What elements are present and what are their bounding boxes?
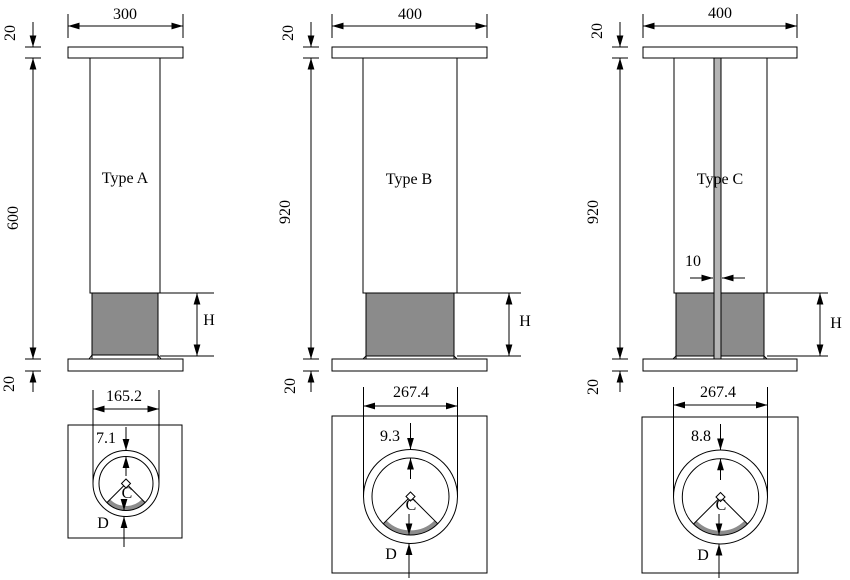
type-a-bottom-plate (67, 358, 184, 372)
type-a-outer-diameter-label: 165.2 (106, 388, 142, 405)
type-b-elevation (303, 14, 521, 392)
type-b-wall-thickness-label: 9.3 (380, 428, 400, 445)
type-c-angle-right (720, 496, 748, 525)
type-b-top-plate-label: 20 (280, 25, 297, 41)
type-c-web-plate (713, 57, 722, 360)
type-b-top-width-dim (331, 14, 488, 38)
type-a-bottom-plate-label: 20 (1, 376, 18, 392)
type-c-angle-label: C (715, 497, 727, 514)
type-c-elevation (612, 14, 828, 392)
type-b-infill-height-label: H (519, 313, 531, 330)
type-a-angle-label: C (121, 485, 133, 502)
type-c-angle-left (693, 496, 721, 525)
type-b-top-width-label: 400 (398, 6, 422, 23)
type-a-name: Type A (101, 170, 149, 187)
type-b-top-plate (331, 46, 488, 59)
type-b-outer-diameter-label: 267.4 (393, 384, 429, 401)
type-a-wall-thickness-label: 7.1 (96, 430, 116, 447)
type-a-angle-left (106, 483, 127, 503)
type-c-bottom-plate (642, 358, 798, 372)
type-c-left-dims (612, 22, 628, 392)
type-b-height-label: 920 (277, 200, 294, 224)
type-c-web-thickness-label: 10 (685, 253, 701, 270)
type-a-angle-right (125, 483, 146, 503)
type-b-infill (365, 292, 455, 357)
type-a-h-dim (160, 292, 214, 357)
type-c-bottom-plate-label: 20 (585, 379, 602, 395)
type-b-name: Type B (385, 171, 433, 188)
type-a-gap-label: D (97, 515, 109, 532)
type-b-section (331, 387, 488, 578)
type-c-infill-right (720, 292, 765, 357)
type-c-wall-thickness-label: 8.8 (691, 428, 711, 445)
type-c-top-plate (642, 46, 798, 59)
type-a-elevation (25, 14, 214, 392)
type-a-top-plate (67, 46, 184, 59)
type-c-infill-height-label: H (830, 315, 842, 332)
type-a-height-label: 600 (5, 206, 22, 230)
type-b-angle-label: C (405, 497, 417, 514)
type-c-top-plate-label: 20 (589, 23, 606, 39)
type-b-tube (362, 57, 458, 294)
type-c-gap-label: D (697, 547, 709, 564)
type-c-height-label: 920 (585, 200, 602, 224)
type-c-name: Type C (696, 171, 744, 188)
type-b-bottom-plate (331, 358, 488, 372)
type-c-top-width-label: 400 (708, 5, 732, 22)
type-a-top-width-label: 300 (113, 6, 137, 23)
type-a-weld-left (88, 353, 93, 360)
type-b-h-dim (457, 292, 521, 357)
type-a-infill-height-label: H (203, 312, 215, 329)
type-b-bottom-plate-label: 20 (282, 378, 299, 394)
type-b-angle-right (410, 496, 439, 525)
type-c-vertex-marker (715, 491, 726, 503)
type-c-infill-left (675, 292, 715, 357)
type-c-h-dim (767, 292, 828, 357)
type-b-angle-left (382, 496, 411, 525)
type-a-vertex-marker (120, 478, 132, 489)
type-b-vertex-marker (405, 491, 416, 502)
type-c-section (641, 387, 799, 578)
type-b-gap-label: D (385, 546, 397, 563)
type-a-top-width-dim (67, 14, 184, 38)
type-c-top-width-dim (642, 14, 798, 38)
type-a-left-dims (25, 22, 41, 392)
type-a-top-plate-label: 20 (2, 25, 19, 41)
type-c-outer-diameter-label: 267.4 (700, 384, 736, 401)
type-a-tube (89, 57, 161, 294)
type-a-section (67, 390, 183, 547)
type-b-left-dims (303, 22, 319, 392)
type-a-infill (91, 292, 159, 356)
